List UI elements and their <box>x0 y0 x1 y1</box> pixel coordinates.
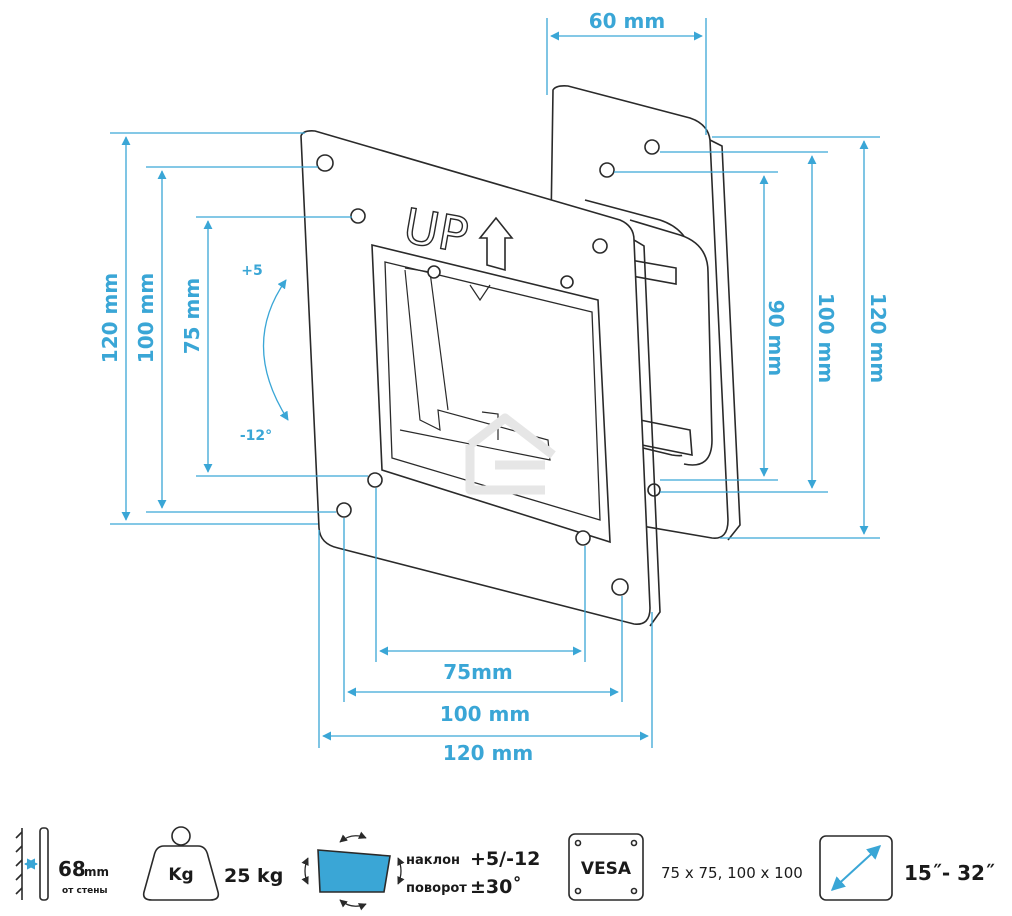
dim-right-outer: 120 mm <box>866 293 890 383</box>
wall-distance-unit: mm <box>84 865 109 879</box>
load-value: 25 kg <box>224 865 283 887</box>
dim-left-inner: 75 mm <box>180 278 204 354</box>
screen-size-value: 15˝- 32˝ <box>904 861 995 885</box>
vesa-icon-label: VESA <box>581 859 632 879</box>
wall-distance-value: 68 <box>58 857 86 881</box>
vesa-icon <box>568 833 644 901</box>
spec-row: 68 mm от стены Kg 25 kg наклон +5/-12 по… <box>15 826 995 911</box>
tilt-up-label: +5 <box>241 263 262 279</box>
diagonal-size-icon <box>819 835 893 901</box>
dim-left-outer: 120 mm <box>98 273 122 363</box>
wall-distance-note: от стены <box>62 886 108 896</box>
dim-bottom-middle: 100 mm <box>440 702 530 726</box>
vesa-value: 75 x 75, 100 x 100 <box>661 864 803 882</box>
swivel-value: ±30˚ <box>470 875 522 898</box>
tilt-swivel-icon <box>301 831 405 911</box>
watermark-logo <box>465 413 556 495</box>
dim-bottom-inner: 75mm <box>443 660 513 684</box>
dim-right-middle: 100 mm <box>814 293 838 383</box>
tilt-value: +5/-12 <box>470 848 540 870</box>
tilt-down-label: -12° <box>240 428 272 444</box>
plate-up-label: UP <box>399 198 472 264</box>
tilt-label: наклон <box>406 853 460 868</box>
weight-icon <box>142 826 220 901</box>
dim-bottom-outer: 120 mm <box>443 741 533 765</box>
swivel-label: поворот <box>406 881 467 896</box>
dimension-lines <box>110 18 880 748</box>
dim-right-inner: 90 mm <box>764 300 788 376</box>
dim-top-width: 60 mm <box>589 9 665 33</box>
dim-left-middle: 100 mm <box>134 273 158 363</box>
weight-icon-label: Kg <box>168 865 193 885</box>
wall-depth-icon <box>15 827 49 901</box>
front-plate <box>300 130 661 627</box>
